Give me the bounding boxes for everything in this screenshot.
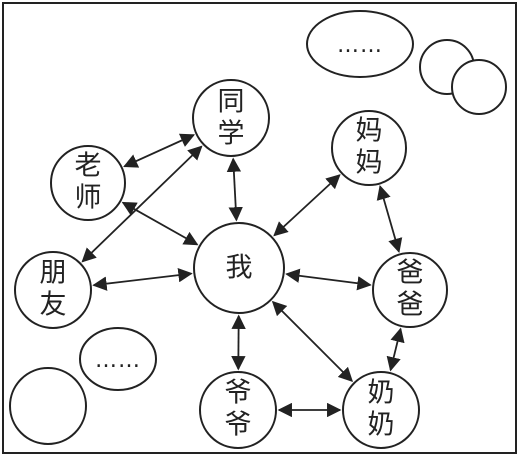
- placeholder-ellipse-bottom: [79, 327, 157, 391]
- node-classmate: 同 学: [192, 79, 270, 157]
- placeholder-ellipsis-top: ……: [337, 33, 383, 58]
- node-teacher-line-1: 老: [75, 151, 102, 182]
- placeholder-ellipsis-bottom: ……: [95, 348, 141, 373]
- node-mom-line-2: 妈: [356, 148, 383, 179]
- node-grandpa-line-1: 爷: [225, 378, 252, 409]
- placeholder-ellipse-top: [306, 10, 414, 78]
- edges-layer: [81, 133, 405, 418]
- node-teacher: 老 师: [50, 145, 126, 221]
- edge-dad-grandma: [386, 327, 405, 372]
- node-dad: 爸 爸: [372, 252, 448, 328]
- edge-dad-me: [285, 268, 372, 291]
- node-me-label: 我: [226, 253, 253, 284]
- node-grandpa: 爷 爷: [199, 371, 277, 449]
- node-mom: 妈 妈: [331, 110, 407, 186]
- node-me: 我: [193, 222, 285, 314]
- edge-mom-me: [273, 174, 341, 237]
- node-teacher-line-2: 师: [75, 183, 102, 214]
- edge-classmate-me: [226, 157, 243, 222]
- edge-friend-me: [92, 267, 193, 291]
- node-dad-line-2: 爸: [397, 290, 424, 321]
- edge-friend-classmate: [81, 145, 203, 263]
- node-classmate-line-2: 学: [218, 119, 245, 150]
- node-grandma: 奶 奶: [342, 371, 420, 449]
- node-classmate-line-1: 同: [218, 87, 245, 118]
- node-friend-line-1: 朋: [40, 258, 67, 289]
- node-grandpa-line-2: 爷: [225, 410, 252, 441]
- node-dad-line-1: 爸: [397, 258, 424, 289]
- node-friend-line-2: 友: [40, 290, 67, 321]
- edge-mom-dad: [376, 185, 403, 253]
- edge-grandma-me: [271, 300, 354, 383]
- node-friend: 朋 友: [14, 251, 92, 329]
- placeholder-circle-bottom: [9, 367, 87, 445]
- node-mom-line-1: 妈: [356, 116, 383, 147]
- node-grandma-line-1: 奶: [368, 378, 395, 409]
- placeholder-circle-top-2: [451, 59, 507, 115]
- node-grandma-line-2: 奶: [368, 410, 395, 441]
